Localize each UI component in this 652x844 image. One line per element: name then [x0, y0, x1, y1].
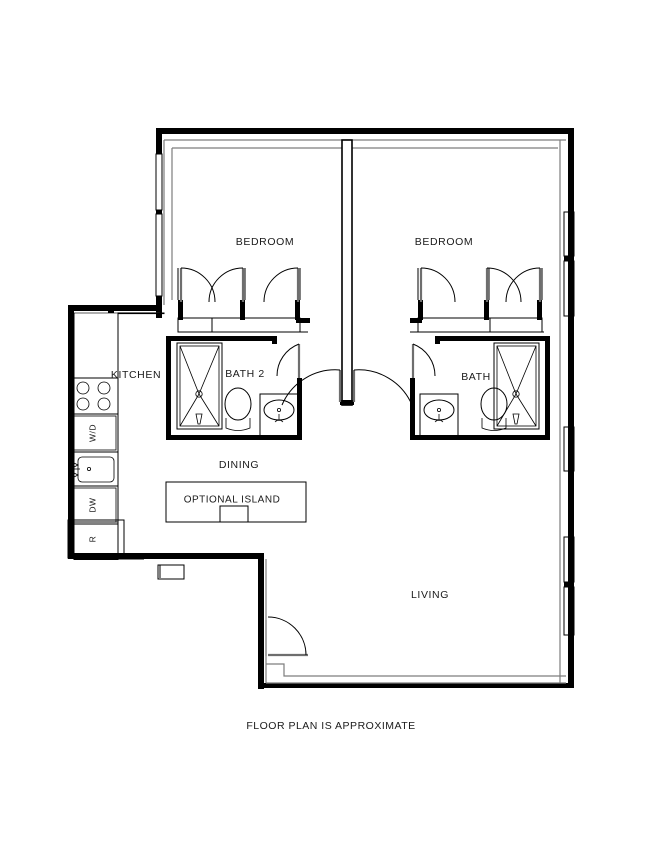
entry-door — [267, 616, 308, 657]
bath-room — [410, 336, 550, 440]
optional-island-label: OPTIONAL ISLAND — [184, 495, 281, 506]
washer-dryer: W/D — [69, 413, 119, 453]
room-label-kitchen: KITCHEN — [111, 369, 161, 381]
kitchen-area: W/D DW R — [67, 313, 145, 560]
range-cooktop — [69, 377, 119, 415]
room-label-bedroom-left: BEDROOM — [236, 236, 294, 248]
left-wall-windows — [155, 140, 165, 305]
toilet-right — [480, 387, 508, 431]
bedroom-left-closet — [177, 267, 310, 333]
bath-2-door — [276, 343, 301, 378]
closet-left-door-a — [179, 267, 216, 303]
closet-right-door-a — [419, 267, 456, 303]
room-label-bedroom-right: BEDROOM — [415, 236, 473, 248]
refrigerator: R — [67, 519, 125, 559]
refrigerator-label: R — [87, 536, 97, 543]
bedroom-right-door — [352, 369, 413, 406]
exterior-walls — [68, 128, 574, 689]
dishwasher-label: DW — [87, 497, 97, 512]
washer-dryer-label: W/D — [87, 424, 97, 442]
closet-right-door-b — [485, 267, 522, 303]
bathtub-left — [176, 342, 223, 430]
room-labels: BEDROOM BEDROOM BATH 2 BATH KITCHEN DINI… — [111, 236, 491, 601]
interior-wall-skin — [74, 139, 566, 684]
bath-2-room — [166, 336, 302, 440]
kitchen-peninsula — [108, 305, 165, 315]
bedroom-right-closet — [410, 267, 544, 333]
living-entry — [157, 564, 566, 677]
vanity-sink-left — [259, 393, 299, 437]
floor-plan-disclaimer: FLOOR PLAN IS APPROXIMATE — [246, 720, 415, 732]
room-label-bath-2: BATH 2 — [225, 368, 265, 380]
bedroom-left-door — [281, 369, 342, 406]
room-label-bath: BATH — [461, 371, 491, 383]
closet-left-door-c — [263, 267, 300, 303]
room-label-living: LIVING — [411, 589, 449, 601]
right-wall-windows — [559, 140, 575, 683]
kitchen-sink — [69, 451, 119, 487]
bathtub-right — [493, 342, 540, 430]
dishwasher: DW — [69, 485, 119, 525]
bath-door — [411, 343, 436, 378]
vanity-sink-right — [419, 393, 459, 437]
bedroom-partition-wall — [340, 139, 354, 406]
closet-left-door-b — [208, 267, 245, 303]
closet-right-door-c — [505, 267, 542, 303]
toilet-left — [224, 387, 252, 431]
optional-island: OPTIONAL ISLAND — [165, 481, 307, 523]
room-label-dining: DINING — [219, 459, 259, 471]
